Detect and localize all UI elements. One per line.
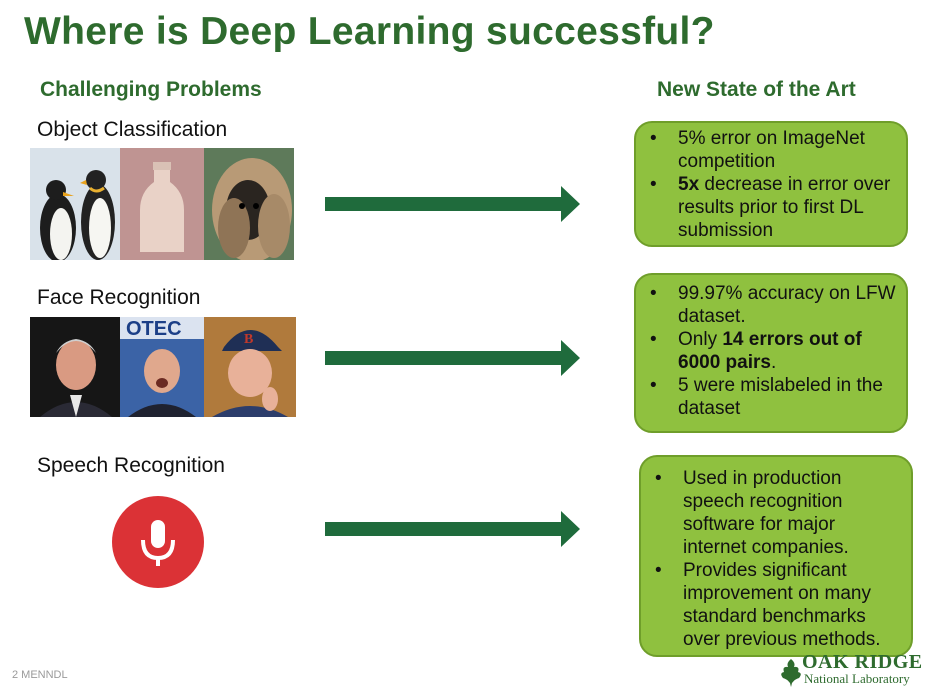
object-classification-images xyxy=(30,148,294,260)
row-label-object-classification: Object Classification xyxy=(37,118,228,141)
left-column-heading: Challenging Problems xyxy=(40,78,262,101)
arrow-right-icon xyxy=(325,511,580,547)
result-bubble-object-classification: 5% error on ImageNet competition 5x decr… xyxy=(634,121,908,247)
right-column-heading: New State of the Art xyxy=(657,78,856,101)
bullet-item: 5x decrease in error over results prior … xyxy=(648,173,896,242)
bullet-item: 5 were mislabeled in the dataset xyxy=(648,374,896,420)
svg-text:B: B xyxy=(244,332,253,347)
milk-bottle-image xyxy=(120,148,204,260)
face-image-1 xyxy=(30,317,120,417)
slide-footer: 2 MENNDL xyxy=(12,669,68,681)
face-image-2: OTEC xyxy=(120,317,204,417)
penguins-image xyxy=(30,148,120,260)
microphone-icon xyxy=(112,496,204,588)
bullet-item: Used in production speech recognition so… xyxy=(653,467,901,559)
oak-leaf-icon xyxy=(781,659,801,687)
oak-ridge-logo: OAK RIDGE National Laboratory xyxy=(778,651,928,691)
row-label-face-recognition: Face Recognition xyxy=(37,286,201,309)
dog-image xyxy=(204,148,294,260)
arrow-right-icon xyxy=(325,186,580,222)
bullet-item: Provides significant improvement on many… xyxy=(653,559,901,651)
logo-name: OAK RIDGE xyxy=(802,651,923,673)
bullet-item: Only 14 errors out of 6000 pairs. xyxy=(648,328,896,374)
face-image-3: B xyxy=(204,317,296,417)
arrow-right-icon xyxy=(325,340,580,376)
result-bubble-speech-recognition: Used in production speech recognition so… xyxy=(639,455,913,657)
result-bubble-face-recognition: 99.97% accuracy on LFW dataset. Only 14 … xyxy=(634,273,908,433)
slide-title: Where is Deep Learning successful? xyxy=(24,10,715,53)
face-recognition-images: OTEC B xyxy=(30,317,296,417)
bullet-item: 5% error on ImageNet competition xyxy=(648,127,896,173)
svg-text:OTEC: OTEC xyxy=(126,318,182,340)
logo-subtitle: National Laboratory xyxy=(804,671,910,686)
bullet-item: 99.97% accuracy on LFW dataset. xyxy=(648,282,896,328)
row-label-speech-recognition: Speech Recognition xyxy=(37,454,225,477)
